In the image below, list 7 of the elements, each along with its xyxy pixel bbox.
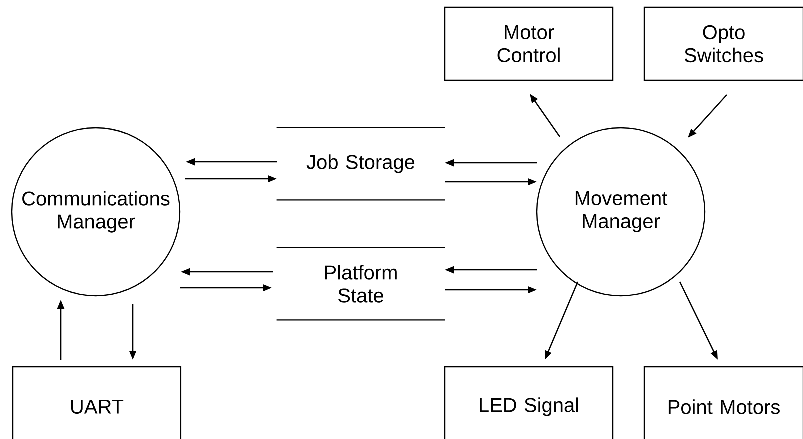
data-store: Platform State	[276, 247, 446, 321]
terminator-box: LED Signal	[444, 366, 614, 439]
terminator-box: UART	[12, 366, 182, 439]
terminator-box: Point Motors	[644, 366, 803, 439]
terminator-box: Motor Control	[444, 6, 614, 82]
data-store: Job Storage	[276, 127, 446, 201]
terminator-box: Opto Switches	[644, 6, 803, 82]
